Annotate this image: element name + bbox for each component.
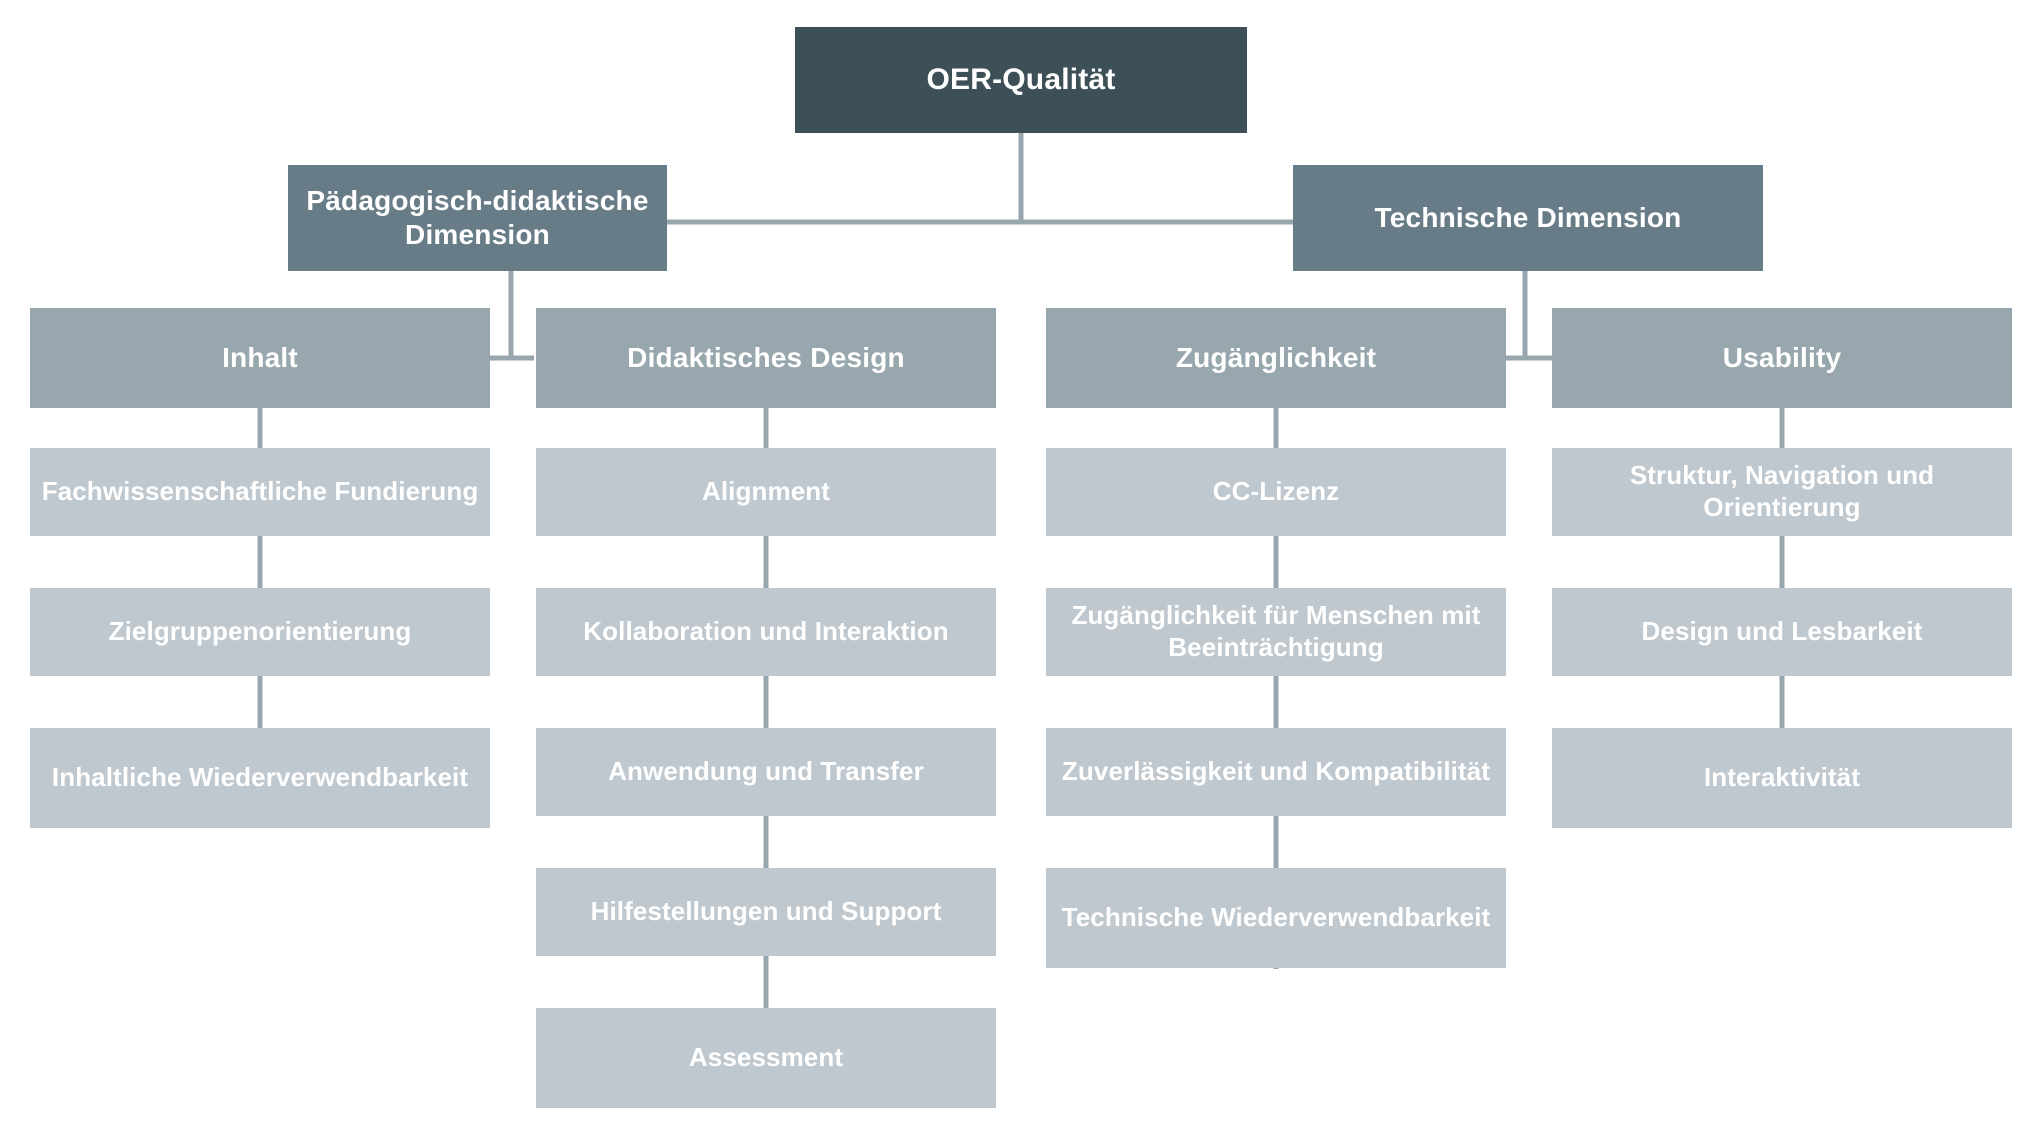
node-label: Zugänglichkeit — [1175, 341, 1377, 373]
node-struktur-navigation-und-orientierung[interactable]: Struktur, Navigation und Orientierung — [1552, 448, 2012, 536]
node-label: Zielgruppenorientierung — [108, 616, 412, 647]
node-zugaenglichkeit-fuer-menschen-mit-beeintraechtigung[interactable]: Zugänglichkeit für Menschen mit Beeinträ… — [1046, 588, 1506, 676]
node-zuverlaessigkeit-und-kompatibilitaet[interactable]: Zuverlässigkeit und Kompatibilität — [1046, 728, 1506, 816]
node-inhalt[interactable]: Inhalt — [30, 308, 490, 408]
node-technische-wiederverwendbarkeit[interactable]: Technische Wiederverwendbarkeit — [1046, 868, 1506, 968]
node-label: Anwendung und Transfer — [608, 756, 924, 787]
node-fachwissenschaftliche-fundierung[interactable]: Fachwissenschaftliche Fundierung — [30, 448, 490, 536]
node-label: Inhaltliche Wiederverwendbarkeit — [51, 762, 469, 793]
node-design-und-lesbarkeit[interactable]: Design und Lesbarkeit — [1552, 588, 2012, 676]
node-cc-lizenz[interactable]: CC-Lizenz — [1046, 448, 1506, 536]
node-zielgruppenorientierung[interactable]: Zielgruppenorientierung — [30, 588, 490, 676]
node-label: Struktur, Navigation und Orientierung — [1629, 460, 1935, 522]
node-usability[interactable]: Usability — [1552, 308, 2012, 408]
node-anwendung-und-transfer[interactable]: Anwendung und Transfer — [536, 728, 996, 816]
node-assessment[interactable]: Assessment — [536, 1008, 996, 1108]
node-label: Alignment — [701, 476, 830, 507]
node-kollaboration-und-interaktion[interactable]: Kollaboration und Interaktion — [536, 588, 996, 676]
node-label: Zugänglichkeit für Menschen mit Beeinträ… — [1071, 600, 1481, 662]
node-label: Hilfestellungen und Support — [590, 896, 942, 927]
node-interaktivitaet[interactable]: Interaktivität — [1552, 728, 2012, 828]
node-label: Fachwissenschaftliche Fundierung — [41, 476, 479, 507]
node-paedagogisch-didaktische-dimension[interactable]: Pädagogisch-didaktische Dimension — [288, 165, 667, 271]
node-label: CC-Lizenz — [1212, 476, 1340, 507]
node-label: Technische Wiederverwendbarkeit — [1061, 902, 1491, 933]
node-label: Technische Dimension — [1374, 201, 1682, 233]
node-didaktisches-design[interactable]: Didaktisches Design — [536, 308, 996, 408]
node-oer-qualitaet[interactable]: OER-Qualität — [795, 27, 1247, 133]
node-label: OER-Qualität — [926, 62, 1116, 96]
node-alignment[interactable]: Alignment — [536, 448, 996, 536]
node-label: Inhalt — [222, 341, 298, 373]
node-label: Assessment — [688, 1042, 844, 1073]
node-label: Interaktivität — [1703, 762, 1860, 793]
node-label: Pädagogisch-didaktische Dimension — [306, 184, 649, 250]
node-label: Zuverlässigkeit und Kompatibilität — [1061, 756, 1491, 787]
node-technische-dimension[interactable]: Technische Dimension — [1293, 165, 1763, 271]
node-inhaltliche-wiederverwendbarkeit[interactable]: Inhaltliche Wiederverwendbarkeit — [30, 728, 490, 828]
node-label: Usability — [1722, 341, 1842, 373]
node-hilfestellungen-und-support[interactable]: Hilfestellungen und Support — [536, 868, 996, 956]
node-zugaenglichkeit[interactable]: Zugänglichkeit — [1046, 308, 1506, 408]
node-label: Kollaboration und Interaktion — [583, 616, 949, 647]
node-label: Didaktisches Design — [627, 341, 905, 373]
node-label: Design und Lesbarkeit — [1641, 616, 1923, 647]
